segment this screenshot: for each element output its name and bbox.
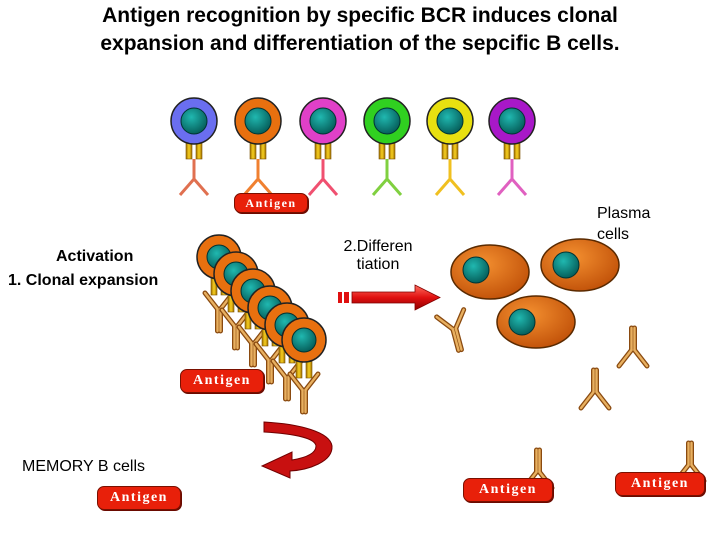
- antibody: [581, 370, 609, 408]
- plasma-cell: [540, 238, 620, 292]
- b-cell-purple: [488, 97, 536, 196]
- antibody: [619, 328, 647, 366]
- differentiation-arrow: [338, 284, 441, 311]
- memory-curved-arrow: [260, 421, 333, 479]
- b-cell-orange: [234, 97, 282, 196]
- antigen-badge-top: Antigen: [234, 193, 308, 213]
- b-cell-blue: [170, 97, 218, 196]
- page-title: Antigen recognition by specific BCR indu…: [0, 2, 720, 58]
- plasma-cells: [450, 238, 620, 349]
- title-line-1: Antigen recognition by specific BCR indu…: [102, 4, 618, 27]
- bcr-antibody: [434, 159, 466, 196]
- differentiation-line-2: tiation: [356, 256, 400, 273]
- antigen-badge-plasma-2: Antigen: [615, 472, 705, 496]
- clonal-expansion-label: 1. Clonal expansion: [8, 272, 159, 289]
- differentiation-line-1: 2.Differen: [343, 238, 413, 255]
- b-cell-yellow: [426, 97, 474, 196]
- plasma-line-1: Plasma: [597, 205, 651, 222]
- differentiation-label: 2.Differen tiation: [328, 238, 428, 274]
- free-antibodies: [437, 310, 704, 488]
- bcr-antibody: [307, 159, 339, 196]
- bcr-antibody: [242, 159, 274, 196]
- clonal-expansion-stack: [196, 234, 327, 412]
- plasma-cells-label: Plasma cells: [597, 203, 650, 245]
- title-line-2: expansion and differentiation of the sep…: [100, 32, 620, 55]
- memory-b-cells-label: MEMORY B cells: [22, 458, 145, 475]
- bcr-antibody: [371, 159, 403, 196]
- plasma-line-2: cells: [597, 226, 630, 243]
- activation-label: Activation: [56, 248, 134, 265]
- b-cell-row: [170, 97, 536, 196]
- b-cell-green: [363, 97, 411, 196]
- plasma-cell: [450, 244, 530, 300]
- antigen-badge-plasma-1: Antigen: [463, 478, 553, 502]
- plasma-cell: [496, 295, 576, 349]
- bcr-antibody: [496, 159, 528, 196]
- antibody: [437, 310, 474, 354]
- antigen-badge-clonal: Antigen: [180, 369, 264, 393]
- antigen-badge-memory: Antigen: [97, 486, 181, 510]
- clone-cell: [281, 317, 327, 412]
- b-cell-magenta: [299, 97, 347, 196]
- bcr-antibody: [178, 159, 210, 196]
